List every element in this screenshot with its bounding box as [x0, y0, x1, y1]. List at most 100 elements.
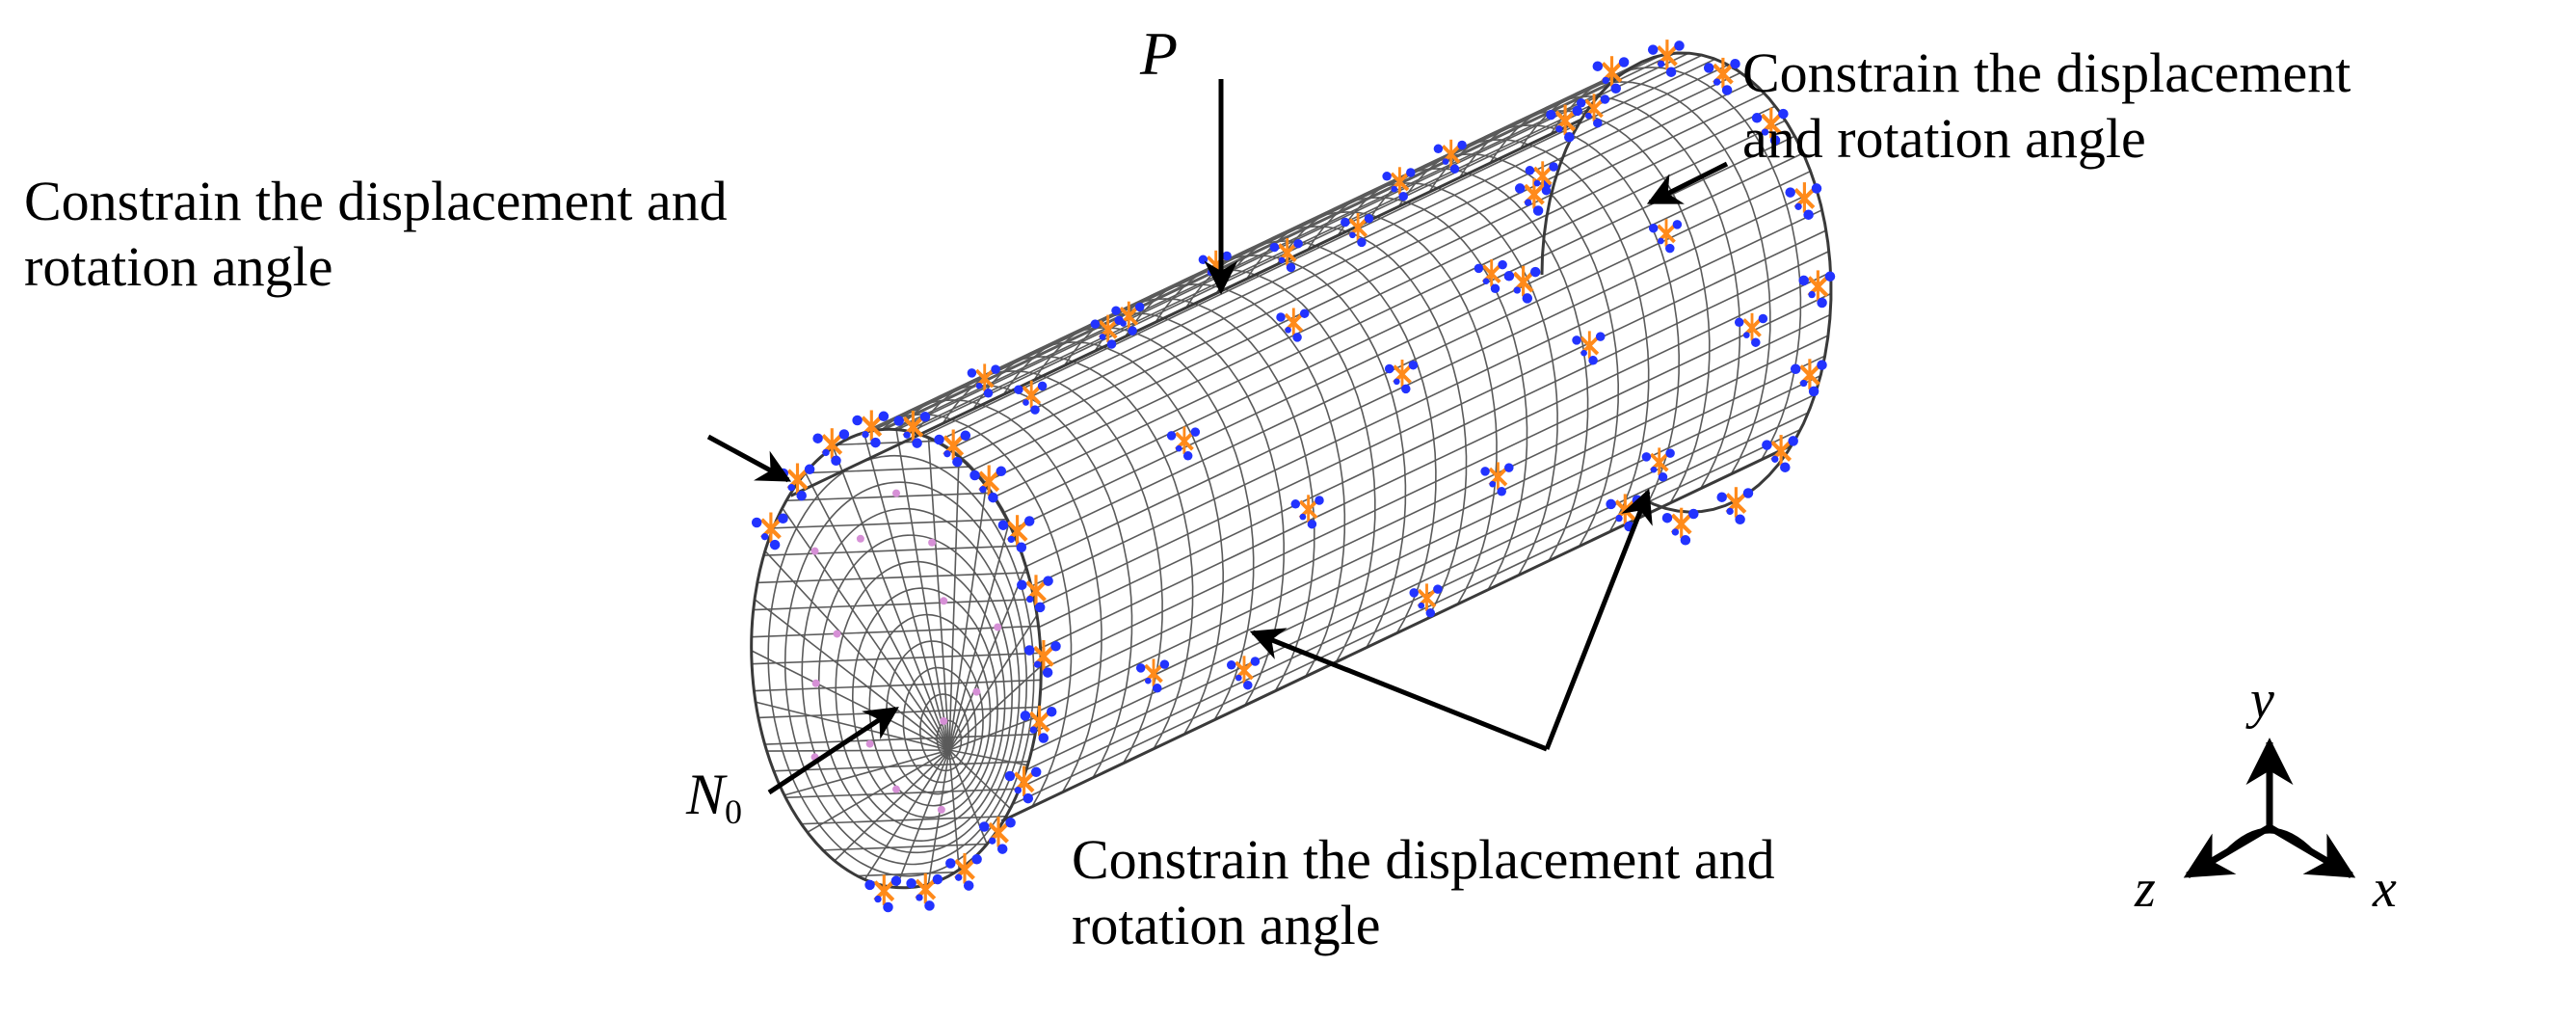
face-node — [940, 716, 948, 725]
end-face-spoke — [755, 701, 950, 751]
constraint-symbol — [1341, 212, 1374, 248]
constraint-markers — [751, 40, 1836, 913]
top-left-constraint-label: Constrain the displacement and rotation … — [24, 169, 728, 300]
face-node — [833, 630, 841, 638]
face-node — [972, 687, 981, 696]
mesh-ring — [1246, 211, 1498, 605]
end-face-grid — [741, 652, 1051, 665]
constraint-symbol — [1017, 575, 1053, 613]
load-label-p: P — [1140, 19, 1179, 88]
constraint-symbol — [1384, 360, 1419, 394]
top-right-constraint-label: Constrain the displacement and rotation … — [1742, 40, 2350, 172]
constraint-symbol — [852, 410, 890, 448]
constraint-symbol — [906, 872, 943, 911]
top-right-label-line1: Constrain the displacement — [1742, 41, 2351, 104]
end-face-spoke — [927, 749, 950, 884]
end-face-spoke — [927, 436, 950, 751]
constraint-symbol — [893, 410, 931, 448]
constraint-symbol — [967, 363, 1000, 398]
constraint-symbol — [1014, 380, 1048, 415]
constraint-symbol — [1641, 447, 1675, 482]
node-arrow — [767, 706, 899, 795]
end-face-spoke — [783, 749, 950, 796]
end-face-grid — [741, 787, 1051, 800]
end-face-ring — [817, 534, 1013, 842]
silhouette-line — [790, 118, 1582, 497]
end-face-grid — [741, 598, 1051, 611]
constraint-symbol — [969, 465, 1007, 503]
top-right-label-line2: and rotation angle — [1742, 107, 2146, 170]
axis-label-x: x — [2373, 859, 2397, 919]
end-face-spoke — [833, 749, 950, 863]
constraint-symbol — [1135, 658, 1170, 693]
mesh-ring — [912, 370, 1163, 765]
mesh-ring — [1368, 153, 1620, 548]
constraint-symbol — [1269, 238, 1303, 273]
constraint-symbol — [1647, 40, 1685, 77]
end-face-spoke — [751, 650, 950, 751]
silhouette-line — [1000, 443, 1793, 823]
constraint-symbol — [1661, 507, 1699, 546]
constraint-symbol — [1716, 487, 1754, 525]
end-face-ring — [801, 507, 1021, 854]
face-node — [892, 785, 900, 793]
face-node — [865, 739, 874, 748]
end-face-grid — [741, 733, 1051, 746]
constraint-symbol — [1576, 94, 1610, 128]
bottom-constraint-arrow-left — [1249, 628, 1548, 752]
node-label-subscript: 0 — [725, 792, 743, 831]
constraint-symbol — [1798, 270, 1836, 309]
constraint-symbol — [945, 852, 982, 891]
constraint-symbol — [1734, 312, 1768, 347]
mesh-ring — [1337, 168, 1589, 562]
constraint-symbol — [1480, 462, 1514, 497]
constraint-symbol — [1111, 301, 1145, 336]
bottom-label-line2: rotation angle — [1072, 894, 1381, 956]
constraint-symbol — [1503, 265, 1541, 304]
constraint-symbol — [1004, 765, 1042, 804]
end-face-ring — [783, 481, 1028, 866]
node-label-letter: N — [686, 763, 726, 826]
left-constraint-arrow — [706, 434, 792, 483]
mesh-ring — [1489, 95, 1741, 490]
mesh-ring — [972, 341, 1225, 736]
end-face-grid — [741, 517, 1051, 530]
mesh-ring — [851, 399, 1102, 793]
mesh-ring — [1002, 327, 1255, 721]
face-node — [940, 597, 948, 605]
mesh-ring — [1428, 124, 1681, 519]
face-node — [810, 547, 819, 555]
end-face-grid — [741, 544, 1051, 557]
end-face-grid — [741, 679, 1051, 692]
face-node — [928, 538, 937, 547]
bottom-label-line1: Constrain the displacement and — [1072, 828, 1775, 891]
constraint-symbol — [1290, 495, 1324, 529]
end-face-grid — [741, 571, 1051, 584]
end-face-spoke — [783, 508, 950, 751]
mesh-ring — [1307, 182, 1558, 577]
end-face-spoke — [948, 521, 1011, 751]
mesh-ring — [1124, 269, 1376, 663]
constraint-symbol — [1546, 104, 1582, 143]
cylinder-outline — [750, 51, 1833, 890]
constraint-symbol — [1525, 161, 1558, 196]
constraint-symbol — [1090, 314, 1124, 349]
mesh-ring — [942, 356, 1194, 750]
bottom-constraint-arrow-right — [1544, 488, 1653, 750]
constraint-symbol — [979, 816, 1016, 854]
constraint-symbol — [1751, 107, 1789, 146]
bottom-constraint-label: Constrain the displacement and rotation … — [1072, 827, 1775, 958]
mesh-ring — [820, 414, 1073, 808]
end-face-spoke — [895, 428, 950, 751]
end-face-spoke — [805, 473, 950, 751]
coordinate-triad — [2183, 738, 2356, 879]
back-face-outline — [1540, 51, 1833, 514]
constraint-symbol — [1276, 308, 1310, 342]
cylinder-end-face — [741, 428, 1051, 889]
constraint-symbol — [1433, 139, 1467, 174]
constraint-symbol — [1648, 219, 1683, 254]
constraint-symbol — [812, 428, 850, 467]
constraint-symbol — [1790, 359, 1827, 397]
